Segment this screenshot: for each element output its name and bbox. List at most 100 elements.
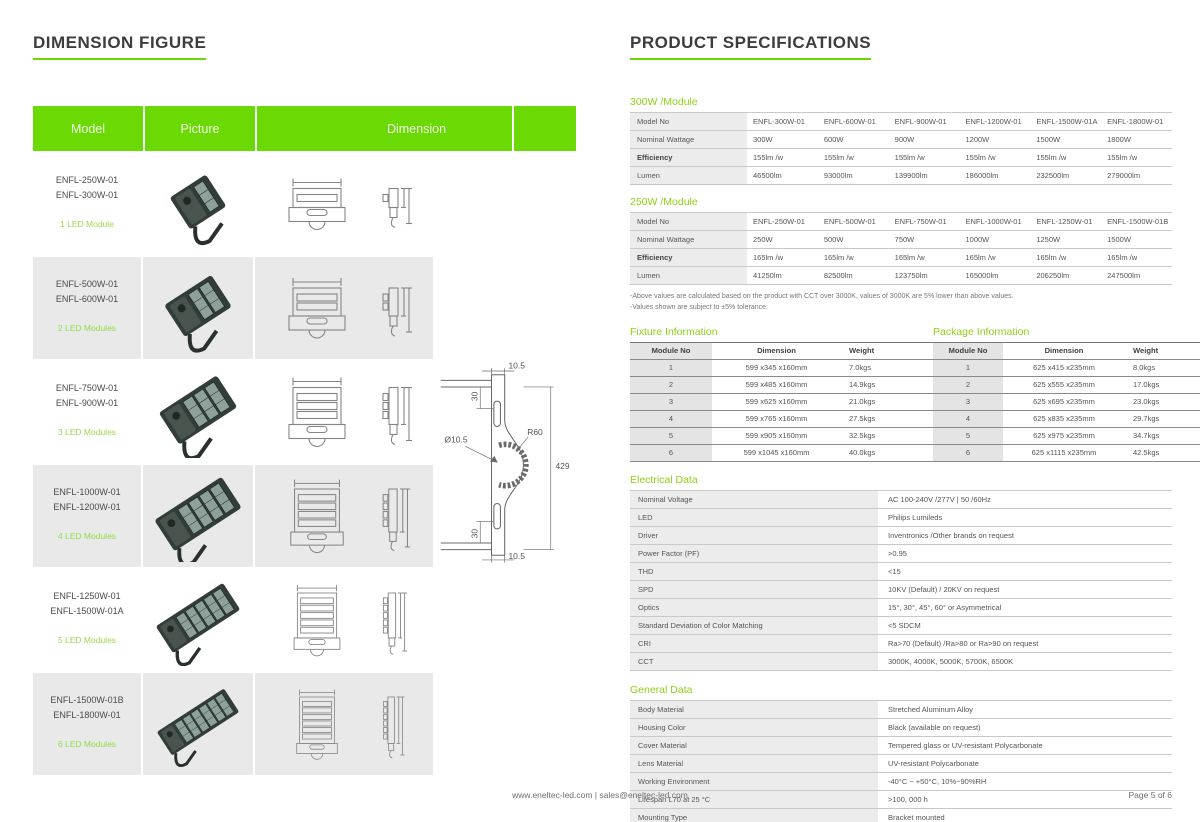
- kv-label: LED: [630, 508, 878, 527]
- kv-label: Body Material: [630, 700, 878, 719]
- kv-row: Power Factor (PF) >0.95: [630, 544, 1172, 563]
- picture-cell: [143, 257, 255, 359]
- led-module-label: 6 LED Modules: [57, 738, 117, 749]
- front-view-drawing: [288, 278, 346, 339]
- info-header-cell: Module No: [630, 342, 712, 360]
- spec-cell: ENFL-1500W-01A: [1036, 117, 1098, 126]
- info-cell: 1: [933, 359, 1003, 377]
- kv-value: Ra>70 (Default) /Ra>80 or Ra>90 on reque…: [888, 638, 1039, 648]
- led-module-label: 5 LED Modules: [57, 634, 117, 645]
- kv-value: 3000K, 4000K, 5000K, 5700K, 6500K: [888, 656, 1014, 666]
- dimension-lines: [465, 368, 554, 563]
- dimension-drawing-cell: [255, 361, 435, 463]
- dimension-figure-section: DIMENSION FIGURE Model Picture Dimension…: [33, 33, 578, 777]
- kv-value: Black (available on request): [888, 722, 981, 732]
- package-information-title: Package Information: [933, 325, 1030, 338]
- footer-contact: www.eneltec-led.com | sales@eneltec-led.…: [512, 790, 688, 800]
- kv-label: Power Factor (PF): [630, 544, 878, 563]
- dimension-drawing-cell: [255, 257, 435, 359]
- spec-cell: ENFL-1000W-01: [965, 217, 1022, 226]
- kv-value: -40°C ~ +50°C, 10%~90%RH: [888, 776, 987, 786]
- info-cell: 4: [933, 410, 1003, 428]
- spec-cell: 165000lm: [965, 271, 999, 280]
- model-name: ENFL-1250W-01: [53, 591, 121, 601]
- model-name: ENFL-1000W-01: [53, 487, 121, 497]
- side-view-drawing: [382, 386, 412, 446]
- dim-arc-radius: R60: [527, 427, 543, 437]
- spec-cell: 123750lm: [894, 271, 928, 280]
- dimension-table-header: Model Picture Dimension: [33, 106, 578, 151]
- info-cell: 42.5kgs: [1133, 448, 1160, 458]
- fixture-information-title: Fixture Information: [630, 325, 718, 338]
- model-name: ENFL-250W-01: [55, 175, 119, 185]
- model-name: ENFL-600W-01: [55, 293, 119, 304]
- kv-value: AC 100-240V /277V | 50 /60Hz: [888, 494, 991, 504]
- general-data-title: General Data: [630, 683, 693, 696]
- spec-cell: 750W: [894, 235, 915, 244]
- module-250-title: 250W /Module: [630, 196, 698, 208]
- spec-cell: 41250lm: [753, 271, 782, 280]
- floodlight-photo: [156, 583, 240, 666]
- dimension-drawing-cell: [255, 465, 435, 567]
- side-view-drawing: [382, 592, 408, 655]
- info-cell: 34.7kgs: [1133, 431, 1160, 441]
- spec-cell: 165lm /w: [1107, 253, 1138, 262]
- spec-row-label: Nominal Wattage: [630, 130, 747, 149]
- spec-cell: 46500lm: [753, 171, 782, 180]
- header-dimension: Dimension: [257, 106, 578, 151]
- spec-row-label: Nominal Wattage: [630, 230, 747, 249]
- spec-cell: 165lm /w: [894, 253, 925, 262]
- spec-cell: 186000lm: [965, 171, 999, 180]
- kv-label: CRI: [630, 634, 878, 653]
- kv-label: Lens Material: [630, 754, 878, 773]
- info-cell: 599 x765 x160mm: [745, 414, 808, 424]
- kv-value: >100, 000 h: [888, 794, 928, 804]
- footnotes: -Above values are calculated based on th…: [630, 292, 1172, 314]
- spec-cell: 250W: [753, 235, 773, 244]
- kv-label: Working Environment: [630, 772, 878, 791]
- product-specifications-section: PRODUCT SPECIFICATIONS 300W /Module Mode…: [630, 33, 1200, 822]
- electrical-data-title: Electrical Data: [630, 473, 698, 486]
- spec-cell: 232500lm: [1036, 171, 1070, 180]
- spec-cell: 1800W: [1107, 135, 1131, 144]
- info-cell: 17.0kgs: [1133, 380, 1160, 390]
- kv-value: Tempered glass or UV-resistant Polycarbo…: [888, 740, 1043, 750]
- led-module-label: 1 LED Module: [60, 218, 114, 229]
- kv-value: 15°, 30°, 45°, 60° or Asymmetrical: [888, 602, 1002, 612]
- kv-value: >0.95: [888, 548, 907, 558]
- bracket-detail-cell: 10.5 30 Ø10.5 R60 429 30 10.5: [437, 153, 578, 777]
- spec-cell: 1500W: [1036, 135, 1061, 144]
- info-cell: 6: [933, 444, 1003, 462]
- spec-cell: ENFL-1500W-01B: [1107, 217, 1169, 226]
- spec-row-label: Efficiency: [630, 248, 747, 267]
- info-cell: 599 x485 x160mm: [745, 380, 808, 390]
- dimension-drawing-cell: [255, 153, 435, 255]
- kv-value: 10KV (Default) / 20KV on request: [888, 584, 1000, 594]
- model-name: ENFL-1800W-01: [53, 709, 121, 720]
- info-cell: 599 x345 x160mm: [745, 363, 808, 373]
- spec-cell: 206250lm: [1036, 271, 1070, 280]
